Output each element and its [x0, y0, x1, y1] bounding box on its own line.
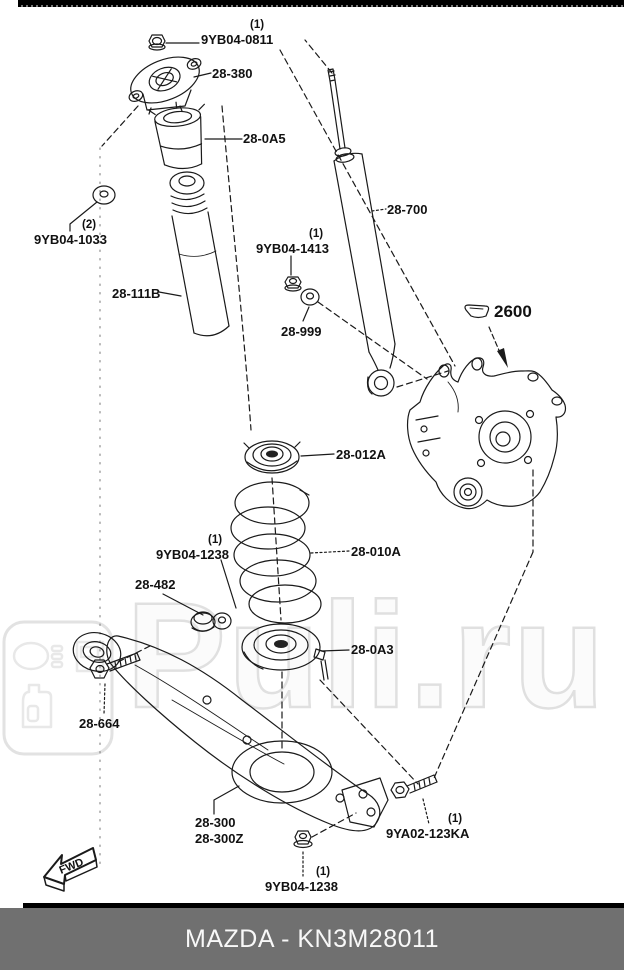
callout-28-300Z: 28-300Z: [195, 831, 244, 846]
shock-nut-drawing: [284, 276, 302, 292]
qty-9YB04-0811: (1): [250, 19, 265, 31]
watermark-text: Puli.ru: [125, 571, 607, 739]
clip-2600-drawing: [464, 304, 490, 319]
qty-9YB04-1238-upper: (1): [208, 534, 223, 546]
callout-9YB04-1238-upper: 9YB04-1238: [156, 547, 229, 562]
bump-stopper-drawing: [148, 101, 205, 170]
shock-washer-drawing: [300, 288, 320, 306]
rear-knuckle-drawing: [406, 357, 567, 510]
mount-nut-drawing: [148, 34, 166, 51]
strut-mount-drawing: [128, 56, 202, 115]
callout-2600: 2600: [494, 302, 532, 321]
brand-part-number: MAZDA - KN3M28011: [185, 924, 439, 953]
callout-28-0A3: 28-0A3: [351, 642, 394, 657]
washer-drawing: [92, 185, 116, 205]
leader-lines: [69, 42, 430, 877]
shock-absorber-drawing: [327, 68, 396, 397]
callout-28-300: 28-300: [195, 815, 236, 830]
callout-28-010A: 28-010A: [351, 544, 401, 559]
lower-nut-drawing: [293, 830, 313, 849]
callout-28-482: 28-482: [135, 577, 176, 592]
callout-9YB04-1033: 9YB04-1033: [34, 232, 107, 247]
callout-28-664: 28-664: [79, 716, 120, 731]
callout-9YB04-0811: 9YB04-0811: [201, 32, 274, 47]
rear-bolt-drawing: [390, 774, 438, 799]
pointer-arrowhead: [497, 348, 508, 368]
callout-28-012A: 28-012A: [336, 447, 386, 462]
callout-9YA02-123KA: 9YA02-123KA: [386, 826, 470, 841]
exploded-view-drawing: FWD: [43, 34, 567, 892]
callout-9YB04-1413: 9YB04-1413: [256, 241, 329, 256]
qty-9YA02-123KA: (1): [448, 813, 463, 825]
qty-9YB04-1413: (1): [309, 228, 324, 240]
qty-9YB04-1238-lower: (1): [316, 866, 331, 878]
upper-spring-seat-drawing: [243, 440, 301, 474]
coil-spring-drawing: [230, 481, 322, 624]
footer-border-bar: [23, 903, 624, 908]
assembly-dashed-lines: [101, 39, 534, 838]
callout-28-700: 28-700: [387, 202, 428, 217]
qty-9YB04-1033: (2): [82, 219, 97, 231]
callout-28-999: 28-999: [281, 324, 322, 339]
callout-28-0A5: 28-0A5: [243, 131, 286, 146]
lower-spring-seat-drawing: [241, 623, 329, 681]
arm-washer-drawing: [212, 612, 232, 630]
arm-bushing-drawing: [190, 611, 216, 632]
callout-9YB04-1238-lower: 9YB04-1238: [265, 879, 338, 894]
lower-arm-drawing: [72, 632, 389, 832]
callout-28-111B: 28-111B: [112, 286, 161, 301]
top-border-bar: [18, 0, 624, 7]
dust-boot-drawing: [169, 171, 230, 337]
fwd-arrow: FWD: [43, 847, 98, 892]
footer-bar: MAZDA - KN3M28011: [0, 908, 624, 970]
callout-28-380: 28-380: [212, 66, 253, 81]
